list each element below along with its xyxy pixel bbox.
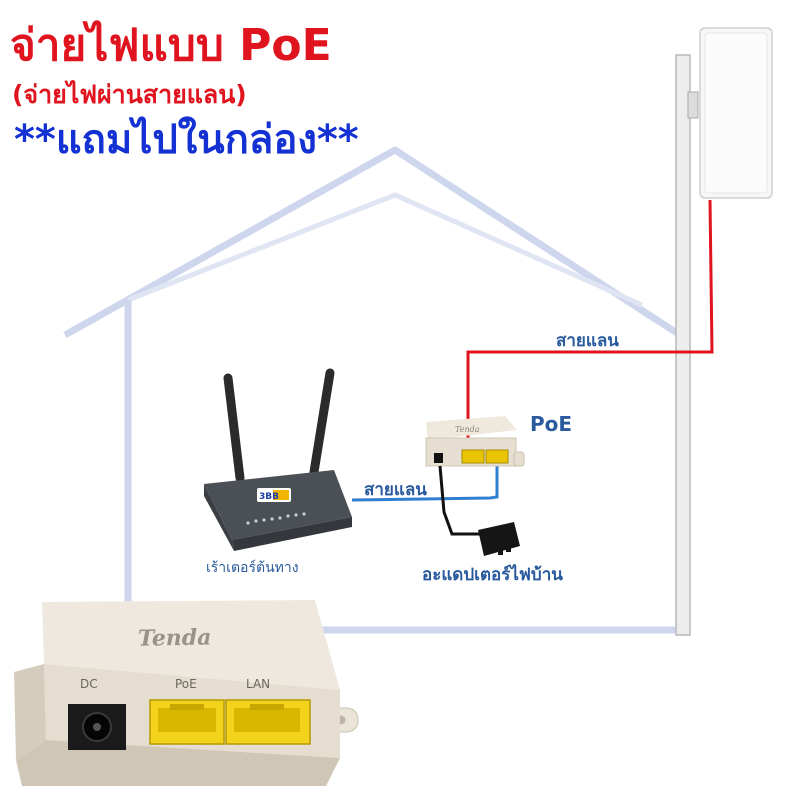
poe-port — [149, 699, 225, 745]
poe-injector-large: Tenda DC PoE LAN — [14, 600, 359, 786]
small-poe-port — [461, 449, 485, 464]
router-led-row — [246, 512, 306, 525]
dc-jack — [68, 704, 126, 750]
bonus-banner: **แถมไปในกล่อง** — [14, 117, 359, 163]
adapter-label: อะแดปเตอร์ไฟบ้าน — [422, 565, 563, 585]
router-label: เร้าเตอร์ต้นทาง — [206, 560, 299, 576]
page-subtitle: (จ่ายไฟผ่านสายแลน) — [12, 80, 247, 109]
port-label-poe: PoE — [175, 677, 197, 691]
mounting-pole — [675, 54, 691, 636]
poe-label: PoE — [530, 412, 573, 436]
cable-label-mid: สายแลน — [364, 480, 427, 500]
page-title: จ่ายไฟแบบ PoE — [10, 20, 332, 71]
house-roof — [63, 146, 682, 339]
port-label-dc: DC — [80, 677, 98, 691]
lan-cable-blue — [351, 462, 499, 502]
outdoor-cpe — [687, 27, 773, 199]
router-badge-text: 3BB — [259, 492, 279, 502]
brand-logo: Tenda — [138, 624, 212, 651]
power-cable — [438, 465, 480, 536]
small-brand: Tenda — [455, 425, 480, 434]
power-adapter — [478, 522, 520, 556]
lan-port — [225, 699, 311, 745]
small-dc-port — [434, 453, 443, 463]
lan-cable-red — [466, 199, 714, 452]
poe-injector-small: Tenda — [425, 416, 525, 467]
small-lan-port — [485, 449, 509, 464]
router: 3BB — [204, 368, 352, 551]
house-inner-roof — [127, 192, 644, 308]
cable-label-top: สายแลน — [556, 331, 619, 351]
port-label-lan: LAN — [246, 677, 270, 691]
